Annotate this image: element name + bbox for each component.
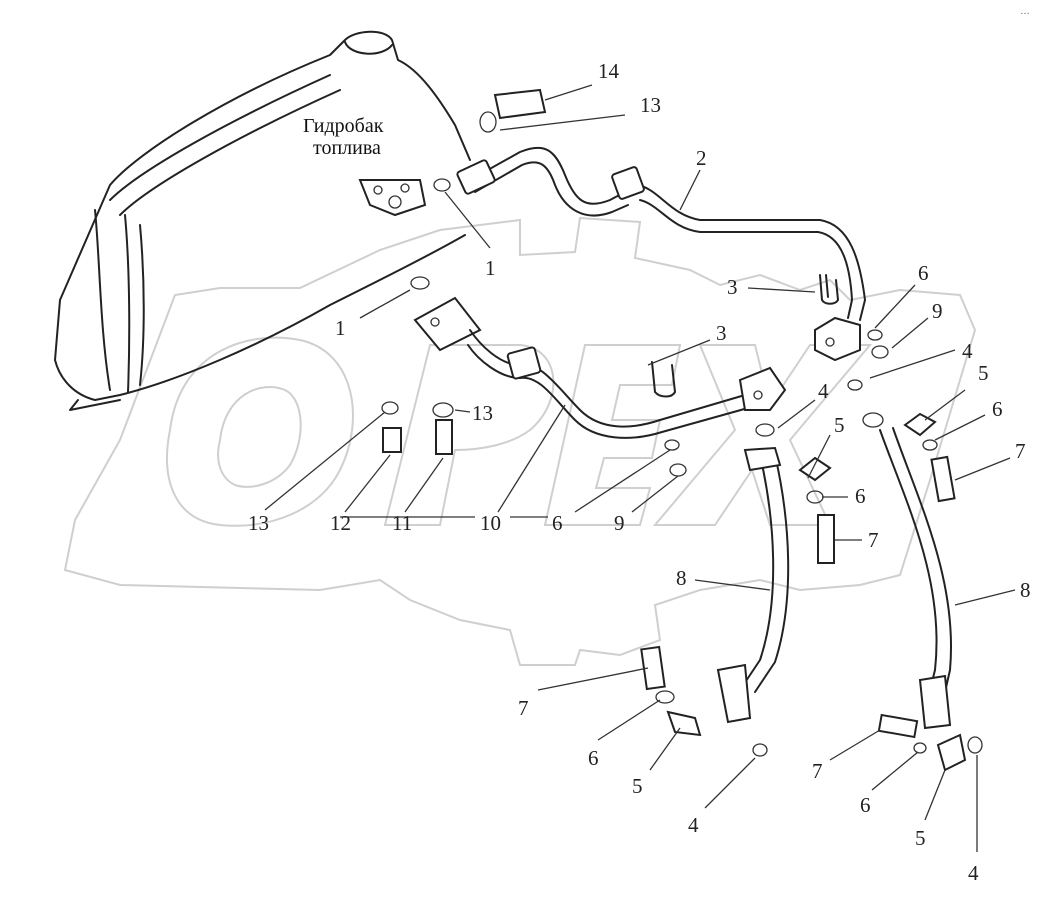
callout-label: 14 xyxy=(598,59,620,83)
callout-label: 5 xyxy=(915,826,926,850)
callout-label: 6 xyxy=(588,746,599,770)
watermark xyxy=(63,216,977,666)
callout-label: 3 xyxy=(716,321,727,345)
title-line-2: топлива xyxy=(313,137,381,159)
callout-label: 7 xyxy=(812,759,823,783)
callout-label: 6 xyxy=(552,511,563,535)
callout-label: 12 xyxy=(330,511,351,535)
callout-label: 4 xyxy=(818,379,829,403)
callout-labels: 14 13 2 1 1 3 6 9 3 4 4 5 6 7 13 5 6 7 1… xyxy=(248,59,1031,885)
callout-label: 10 xyxy=(480,511,501,535)
callout-label: 3 xyxy=(727,275,738,299)
callout-label: 5 xyxy=(834,413,845,437)
callout-label: 13 xyxy=(640,93,661,117)
watermark-letter-o xyxy=(166,336,354,527)
watermark-letter-e xyxy=(543,344,682,526)
callout-label: 11 xyxy=(392,511,412,535)
callout-label: 9 xyxy=(932,299,943,323)
fasteners xyxy=(381,88,983,772)
callout-label: 7 xyxy=(1015,439,1026,463)
callout-label: 6 xyxy=(860,793,871,817)
callout-label: 7 xyxy=(518,696,529,720)
callout-label: 4 xyxy=(962,339,973,363)
upper-flange xyxy=(358,178,451,290)
callout-label: 5 xyxy=(978,361,989,385)
callout-label: 8 xyxy=(1020,578,1031,602)
callout-label: 1 xyxy=(485,256,496,280)
leader-lines xyxy=(264,84,1016,852)
callout-label: 1 xyxy=(335,316,346,340)
watermark-gear xyxy=(63,216,977,666)
callout-label: 5 xyxy=(632,774,643,798)
callout-label: 2 xyxy=(696,146,707,170)
callout-label: 6 xyxy=(918,261,929,285)
corner-mark: … xyxy=(1020,6,1030,17)
callout-label: 8 xyxy=(676,566,687,590)
title-line-1: Гидробак xyxy=(303,115,384,137)
callout-label: 6 xyxy=(855,484,866,508)
lower-pipe xyxy=(413,296,787,439)
callout-label: 13 xyxy=(472,401,493,425)
callout-label: 7 xyxy=(868,528,879,552)
callout-label: 6 xyxy=(992,397,1003,421)
callout-label: 4 xyxy=(968,861,979,885)
callout-label: 4 xyxy=(688,813,699,837)
upper-pipe xyxy=(456,146,866,362)
fuel-tank xyxy=(54,30,471,411)
callout-label: 13 xyxy=(248,511,269,535)
callout-label: 9 xyxy=(614,511,625,535)
